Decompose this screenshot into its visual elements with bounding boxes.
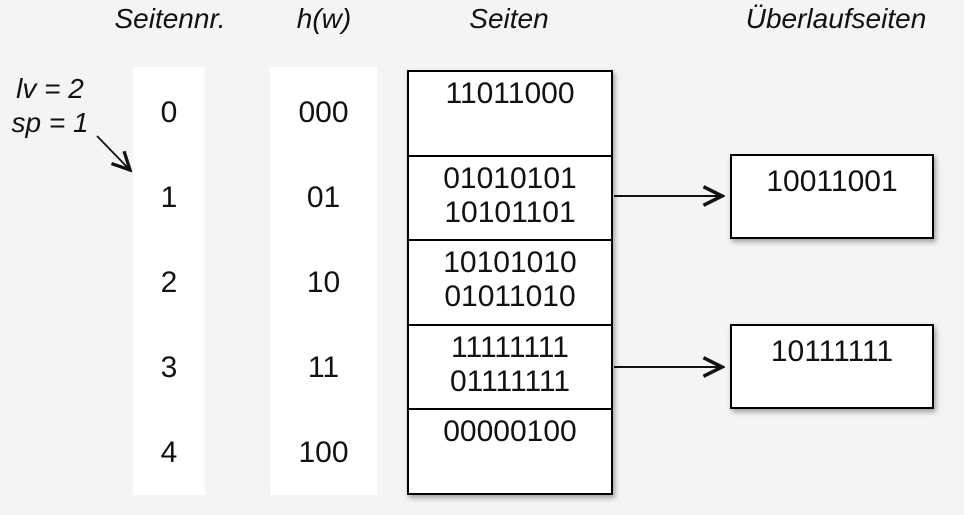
page-number: 0 bbox=[160, 95, 178, 129]
page-cell-0: 11011000 bbox=[409, 72, 611, 157]
split-pointer-value: sp = 1 bbox=[11, 107, 89, 138]
page-number: 3 bbox=[160, 350, 178, 384]
level-value: lv = 2 bbox=[16, 73, 84, 104]
split-pointer-arrow-icon bbox=[96, 135, 130, 170]
overflow-page-box-row3: 10111111 bbox=[730, 324, 934, 409]
page-number: 1 bbox=[160, 180, 178, 214]
state-annotation: lv = 2 sp = 1 bbox=[4, 72, 96, 140]
page-entry: 10101101 bbox=[444, 195, 576, 229]
hash-value: 11 bbox=[307, 350, 340, 384]
hash-value: 01 bbox=[306, 180, 341, 214]
page-number: 2 bbox=[160, 265, 178, 299]
page-entry: 01010101 bbox=[443, 161, 577, 195]
column-header-seiten: Seiten bbox=[469, 3, 549, 34]
page-entry: 01011010 bbox=[444, 280, 576, 314]
page-entry: 11011000 bbox=[445, 77, 575, 110]
column-page-numbers: 0 1 2 3 4 bbox=[133, 67, 205, 495]
column-header-seitennr: Seitennr. bbox=[114, 3, 226, 34]
page-entry: 00000100 bbox=[443, 415, 577, 449]
page-number: 4 bbox=[160, 435, 178, 469]
hash-value: 100 bbox=[298, 435, 349, 469]
overflow-page-box-row1: 10011001 bbox=[730, 154, 934, 239]
column-header-ueberlaufseiten: Überlaufseiten bbox=[745, 3, 927, 34]
hash-value: 000 bbox=[298, 95, 349, 129]
column-header-hw: h(w) bbox=[296, 3, 352, 34]
overflow-entry: 10111111 bbox=[770, 335, 894, 368]
overflow-entry: 10011001 bbox=[766, 165, 898, 198]
page-cell-1: 01010101 10101101 bbox=[409, 157, 611, 242]
page-entry: 11111111 bbox=[451, 330, 569, 364]
page-cell-3: 11111111 01111111 bbox=[409, 326, 611, 411]
page-entry: 10101010 bbox=[443, 246, 577, 280]
page-entry: 01111111 bbox=[449, 364, 571, 398]
page-cell-4: 00000100 bbox=[409, 410, 611, 493]
primary-pages-box: 11011000 01010101 10101101 10101010 0101… bbox=[407, 70, 613, 495]
column-hash-values: 000 01 10 11 100 bbox=[270, 67, 377, 495]
hash-value: 10 bbox=[306, 265, 341, 299]
page-cell-2: 10101010 01011010 bbox=[409, 241, 611, 326]
